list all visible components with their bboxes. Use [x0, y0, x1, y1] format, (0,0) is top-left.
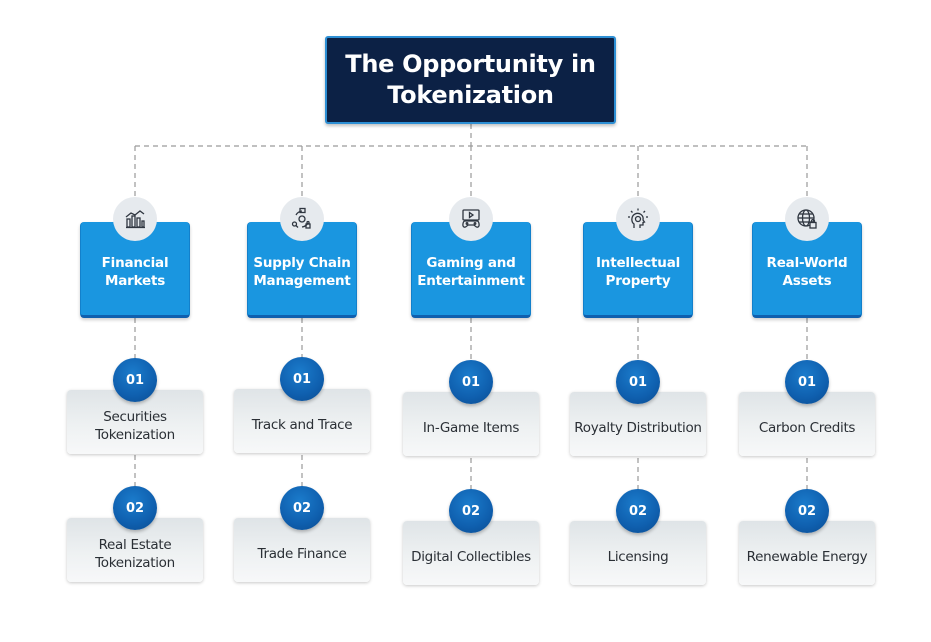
category-title: Supply Chain Management — [253, 254, 351, 289]
item-number-badge: 02 — [616, 489, 660, 533]
item-label: Real Estate Tokenization — [95, 537, 175, 571]
item-label: Trade Finance — [257, 546, 347, 562]
item-label: Digital Collectibles — [411, 549, 531, 565]
category-column-real-world-assets: Real-World Assets 01 Carbon Credits 02 R… — [732, 0, 882, 642]
category-box: Supply Chain Management — [247, 222, 357, 318]
item-number-badge: 02 — [113, 486, 157, 530]
category-column-gaming: Gaming and Entertainment 01 In-Game Item… — [396, 0, 546, 642]
category-column-financial-markets: Financial Markets 01 Securities Tokeniza… — [60, 0, 210, 642]
item-number-badge: 01 — [113, 358, 157, 402]
market-chart-icon — [113, 197, 157, 241]
item-label: Track and Trace — [251, 417, 353, 433]
badge-number: 01 — [797, 374, 817, 390]
item-label: Licensing — [607, 549, 669, 565]
item-number-badge: 02 — [785, 489, 829, 533]
badge-number: 02 — [125, 500, 145, 516]
badge-number: 02 — [461, 503, 481, 519]
category-title: Real-World Assets — [766, 254, 848, 289]
badge-number: 02 — [797, 503, 817, 519]
game-controller-play-icon — [449, 197, 493, 241]
diagram-title: The Opportunity in Tokenization — [325, 36, 616, 124]
badge-number: 01 — [125, 372, 145, 388]
category-column-supply-chain: Supply Chain Management 01 Track and Tra… — [227, 0, 377, 642]
supply-chain-cycle-icon — [280, 197, 324, 241]
badge-number: 02 — [628, 503, 648, 519]
category-title: Financial Markets — [101, 254, 169, 289]
item-label: Securities Tokenization — [95, 409, 175, 443]
category-box: Intellectual Property — [583, 222, 693, 318]
item-number-badge: 01 — [616, 360, 660, 404]
badge-number: 02 — [292, 500, 312, 516]
category-column-intellectual-property: Intellectual Property 01 Royalty Distrib… — [563, 0, 713, 642]
category-title: Intellectual Property — [595, 254, 681, 289]
item-label: Royalty Distribution — [574, 420, 702, 436]
category-box: Financial Markets — [80, 222, 190, 318]
item-label: Carbon Credits — [758, 420, 856, 436]
list-item: Carbon Credits — [739, 392, 875, 456]
diagram-title-text: The Opportunity in Tokenization — [345, 50, 596, 109]
item-number-badge: 02 — [449, 489, 493, 533]
item-number-badge: 01 — [785, 360, 829, 404]
item-label: In-Game Items — [422, 420, 520, 436]
badge-number: 01 — [461, 374, 481, 390]
category-title: Gaming and Entertainment — [417, 254, 525, 289]
badge-number: 01 — [628, 374, 648, 390]
badge-number: 01 — [292, 371, 312, 387]
list-item: In-Game Items — [403, 392, 539, 456]
item-number-badge: 01 — [449, 360, 493, 404]
item-number-badge: 01 — [280, 357, 324, 401]
globe-lock-icon — [785, 197, 829, 241]
list-item: Trade Finance — [234, 518, 370, 582]
item-number-badge: 02 — [280, 486, 324, 530]
item-label: Renewable Energy — [746, 549, 868, 565]
idea-head-icon — [616, 197, 660, 241]
